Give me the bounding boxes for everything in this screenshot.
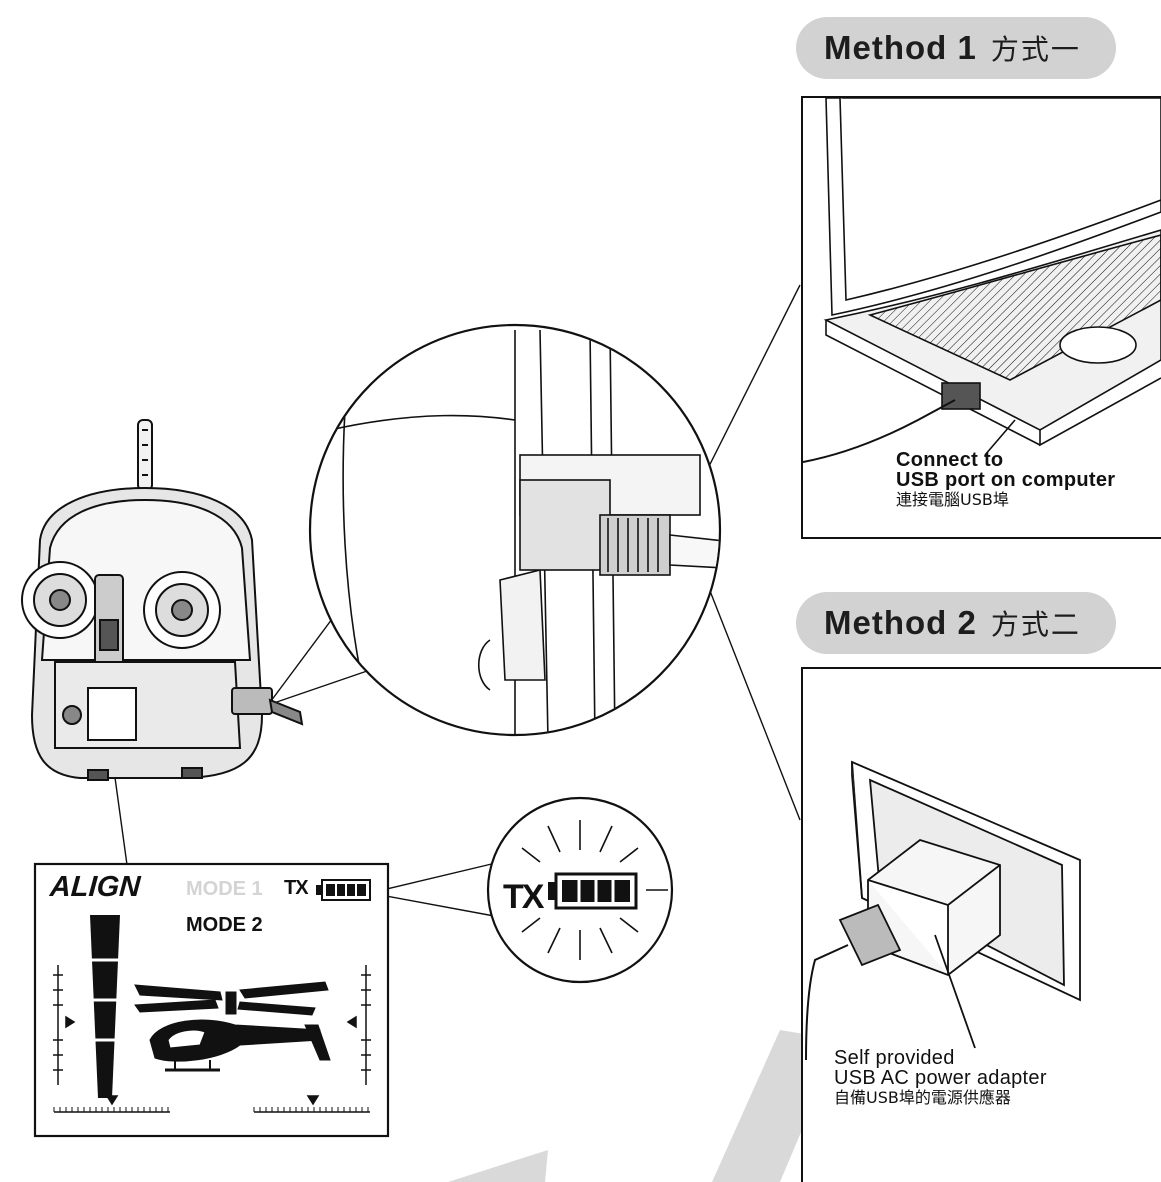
lcd-mode-1: MODE 1 bbox=[186, 878, 263, 900]
method-2-title-zh: 方式二 bbox=[990, 608, 1081, 641]
adapter-caption: Self provided USB AC power adapter 自備USB… bbox=[834, 1048, 1047, 1106]
usb-port-closeup bbox=[308, 323, 722, 737]
right-vertical-trim bbox=[346, 965, 371, 1085]
method-1-label: Method 1 方式一 bbox=[796, 17, 1116, 79]
left-vertical-trim bbox=[53, 965, 76, 1085]
lcd-tx-label: TX bbox=[284, 877, 309, 899]
method-1-title: Method 1 bbox=[824, 29, 977, 66]
adapter-caption-zh: 自備USB埠的電源供應器 bbox=[834, 1088, 1011, 1107]
method-2-title: Method 2 bbox=[824, 604, 977, 641]
computer-caption-line1: Connect to bbox=[896, 449, 1004, 471]
computer-caption: Connect to USB port on computer 連接電腦USB埠 bbox=[896, 450, 1115, 508]
zoom-battery-icon bbox=[548, 872, 638, 910]
computer-caption-line2: USB port on computer bbox=[896, 469, 1116, 491]
method-1-title-zh: 方式一 bbox=[990, 33, 1081, 66]
lcd-display bbox=[33, 862, 390, 1138]
bottom-trims bbox=[54, 1095, 370, 1113]
blink-rays bbox=[521, 820, 668, 960]
adapter-panel bbox=[801, 667, 1161, 1182]
method-2-label: Method 2 方式二 bbox=[796, 592, 1116, 654]
computer-caption-zh: 連接電腦USB埠 bbox=[896, 490, 1009, 509]
adapter-caption-line1: Self provided bbox=[834, 1047, 955, 1069]
zoom-tx-label: TX bbox=[503, 878, 544, 916]
laptop-panel bbox=[801, 96, 1161, 539]
lcd-battery-icon bbox=[316, 879, 371, 901]
adapter-caption-line2: USB AC power adapter bbox=[834, 1067, 1047, 1089]
lcd-mode-2: MODE 2 bbox=[186, 914, 263, 936]
helicopter-icon bbox=[134, 981, 331, 1072]
align-logo: ALIGN bbox=[48, 871, 142, 903]
transmitter-illustration bbox=[21, 419, 304, 781]
tx-battery-closeup bbox=[486, 796, 674, 984]
